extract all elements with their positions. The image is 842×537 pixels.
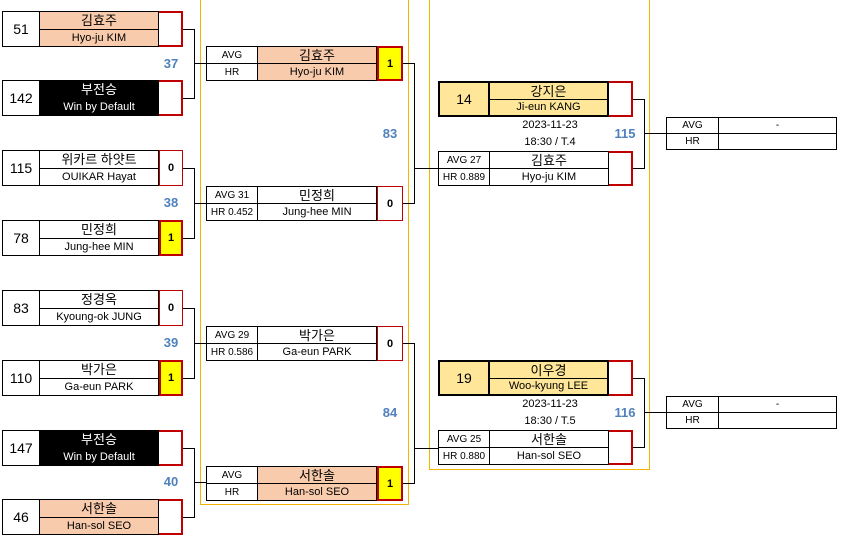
player-name-kr: 부전승 [39,430,159,449]
result-value: - [718,396,837,413]
avg-stat: AVG 27 [438,151,490,169]
player-name-kr: 김효주 [39,11,159,30]
avg-stat: AVG [206,46,258,64]
player-name-kr: 김효주 [489,151,609,169]
player-name-kr: 김효주 [257,46,377,64]
player-name-en: Han-sol SEO [489,447,609,465]
score-box [609,430,633,465]
score-box: 0 [377,186,403,221]
score-box [159,11,183,47]
hr-stat: HR 0.889 [438,168,490,186]
player-name-en: Jung-hee MIN [39,238,159,256]
winner-score-box: 1 [377,466,403,501]
score-box [609,360,633,396]
match-date: 2023-11-23 [522,398,578,410]
player-name-en: Jung-hee MIN [257,203,377,221]
player-name-kr: 민정희 [39,220,159,239]
score-box [609,81,633,117]
player-name-en: Ga-eun PARK [257,343,377,361]
player-name-kr: 박가은 [39,360,159,379]
match-time-table: 18:30 / T.5 [524,415,576,427]
match-number: 116 [614,405,636,420]
player-name-en: Win by Default [39,448,159,466]
player-name-en: Hyo-ju KIM [257,63,377,81]
score-box [159,499,183,535]
score-box: 0 [159,290,183,326]
seed-number: 110 [2,360,40,396]
seed-number: 115 [2,150,40,186]
player-name-en: Hyo-ju KIM [489,168,609,186]
seed-number: 51 [2,11,40,47]
player-name-kr: 서한솔 [257,466,377,484]
player-name-en: Kyoung-ok JUNG [39,308,159,326]
result-blank [718,412,837,429]
winner-score-box: 1 [377,46,403,81]
player-name-kr: 서한솔 [489,430,609,448]
avg-stat: AVG 25 [438,430,490,448]
hr-stat: HR [666,412,719,429]
score-box [609,151,633,186]
player-name-kr: 서한솔 [39,499,159,518]
player-name-kr: 강지은 [489,81,609,100]
match-number: 115 [614,126,636,141]
player-name-en: Han-sol SEO [257,483,377,501]
seed-number: 142 [2,80,40,116]
score-box [159,80,183,116]
winner-score-box: 1 [159,360,183,396]
player-name-en: Han-sol SEO [39,517,159,535]
player-name-en: Ji-eun KANG [489,99,609,117]
player-name-kr: 박가은 [257,326,377,344]
player-name-kr: 민정희 [257,186,377,204]
player-name-en: Hyo-ju KIM [39,29,159,47]
score-box: 0 [159,150,183,186]
hr-stat: HR [206,63,258,81]
winner-score-box: 1 [159,220,183,256]
hr-stat: HR [666,133,719,150]
avg-stat: AVG [206,466,258,484]
avg-stat: AVG 31 [206,186,258,204]
match-time-table: 18:30 / T.4 [524,136,576,148]
match-date: 2023-11-23 [522,119,578,131]
seed-number: 19 [438,360,490,396]
seed-number: 83 [2,290,40,326]
avg-stat: AVG [666,117,719,134]
hr-stat: HR 0.452 [206,203,258,221]
avg-stat: AVG 29 [206,326,258,344]
match-number: 84 [382,405,398,420]
player-name-kr: 정경옥 [39,290,159,309]
hr-stat: HR [206,483,258,501]
result-value: - [718,117,837,134]
seed-number: 147 [2,430,40,466]
player-name-en: Woo-kyung LEE [489,378,609,396]
seed-number: 46 [2,499,40,535]
hr-stat: HR 0.586 [206,343,258,361]
match-number: 40 [163,474,179,489]
match-number: 38 [163,195,179,210]
player-name-en: Ga-eun PARK [39,378,159,396]
hr-stat: HR 0.880 [438,447,490,465]
player-name-kr: 이우경 [489,360,609,379]
result-blank [718,133,837,150]
player-name-kr: 부전승 [39,80,159,99]
score-box: 0 [377,326,403,361]
seed-number: 14 [438,81,490,117]
player-name-kr: 위카르 하얏트 [39,150,159,169]
player-name-en: OUIKAR Hayat [39,168,159,186]
match-number: 37 [163,56,179,71]
match-number: 39 [163,335,179,350]
seed-number: 78 [2,220,40,256]
score-box [159,430,183,466]
avg-stat: AVG [666,396,719,413]
match-number: 83 [382,126,398,141]
player-name-en: Win by Default [39,98,159,116]
